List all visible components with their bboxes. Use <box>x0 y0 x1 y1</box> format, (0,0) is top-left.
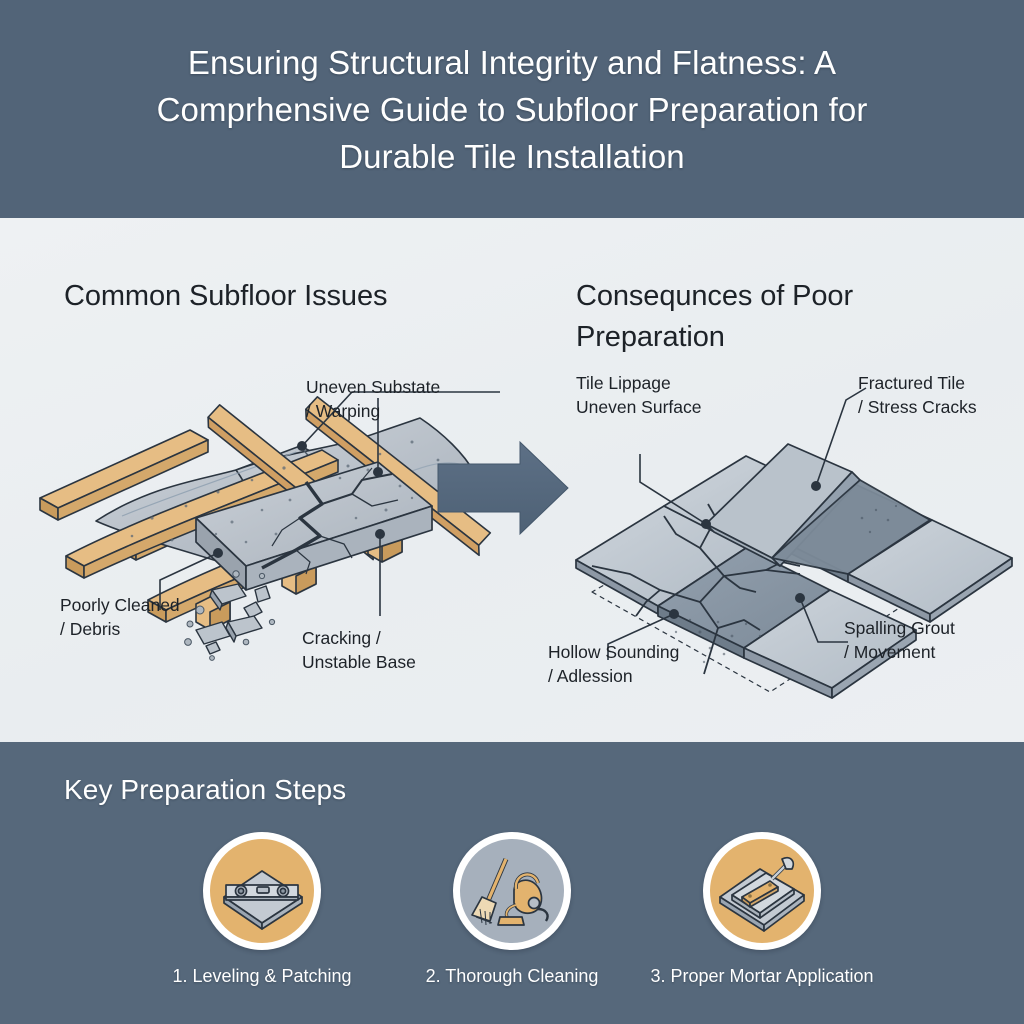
step-1-badge <box>203 832 321 950</box>
callout-tile-lippage: Tile Lippage Uneven Surface <box>576 373 702 417</box>
leader-spalling-grout <box>795 593 848 643</box>
step-proper-mortar-application[interactable]: 3. Proper Mortar Application <box>637 832 887 987</box>
callout-fractured-tile: Fractured Tile / Stress Cracks <box>858 373 977 417</box>
step-thorough-cleaning[interactable]: 2. Thorough Cleaning <box>387 832 637 987</box>
tile-crack-web <box>591 503 801 675</box>
substrate-outline <box>591 471 977 693</box>
illustration-canvas <box>39 387 1013 699</box>
key-steps-row: 1. Leveling & Patching <box>0 832 1024 987</box>
spirit-level-icon <box>223 870 303 930</box>
callout-spalling-grout: Spalling Grout / Movement <box>844 618 955 662</box>
leader-debris <box>159 548 223 610</box>
broom-vacuum-icon <box>471 858 549 926</box>
leader-cracking <box>373 398 385 616</box>
right-arrow-icon <box>437 440 569 536</box>
left-panel-heading: Common Subfloor Issues <box>64 280 388 312</box>
step-leveling-patching[interactable]: 1. Leveling & Patching <box>137 832 387 987</box>
step-1-label: 1. Leveling & Patching <box>172 966 352 986</box>
page-title: Ensuring Structural Integrity and Flatne… <box>156 43 868 175</box>
callout-cracking-unstable: Cracking / Unstable Base <box>302 628 416 672</box>
callout-hollow-sounding: Hollow Sounding / Adlession <box>548 642 680 686</box>
step-2-badge <box>453 832 571 950</box>
step-2-label: 2. Thorough Cleaning <box>425 966 599 986</box>
step-3-badge <box>703 832 821 950</box>
leader-hollow-sounding <box>607 609 679 660</box>
debris-fragments <box>184 570 276 661</box>
step-3-label: 3. Proper Mortar Application <box>650 966 874 986</box>
main-crack <box>261 481 324 570</box>
step-1-disc <box>210 839 314 943</box>
body-section: Common Subfloor Issues Consequnces of Po… <box>0 218 1024 742</box>
leader-fractured-tile <box>811 387 867 491</box>
footer-band: Key Preparation Steps <box>0 742 1024 1024</box>
leader-uneven-substrate <box>297 391 500 451</box>
leader-tile-lippage <box>639 454 711 529</box>
header-band: Ensuring Structural Integrity and Flatne… <box>0 0 1024 218</box>
right-panel-heading: Consequnces of Poor Preparation <box>576 280 853 353</box>
damaged-tile-field-illustration <box>575 443 1013 699</box>
key-steps-title: Key Preparation Steps <box>64 774 347 805</box>
notched-trowel-icon <box>719 856 805 932</box>
step-3-disc <box>710 839 814 943</box>
callout-uneven-substrate: Uneven Substate / Warping <box>306 377 441 421</box>
callout-poorly-cleaned: Poorly Cleaned / Debris <box>60 595 180 639</box>
step-2-disc <box>460 839 564 943</box>
